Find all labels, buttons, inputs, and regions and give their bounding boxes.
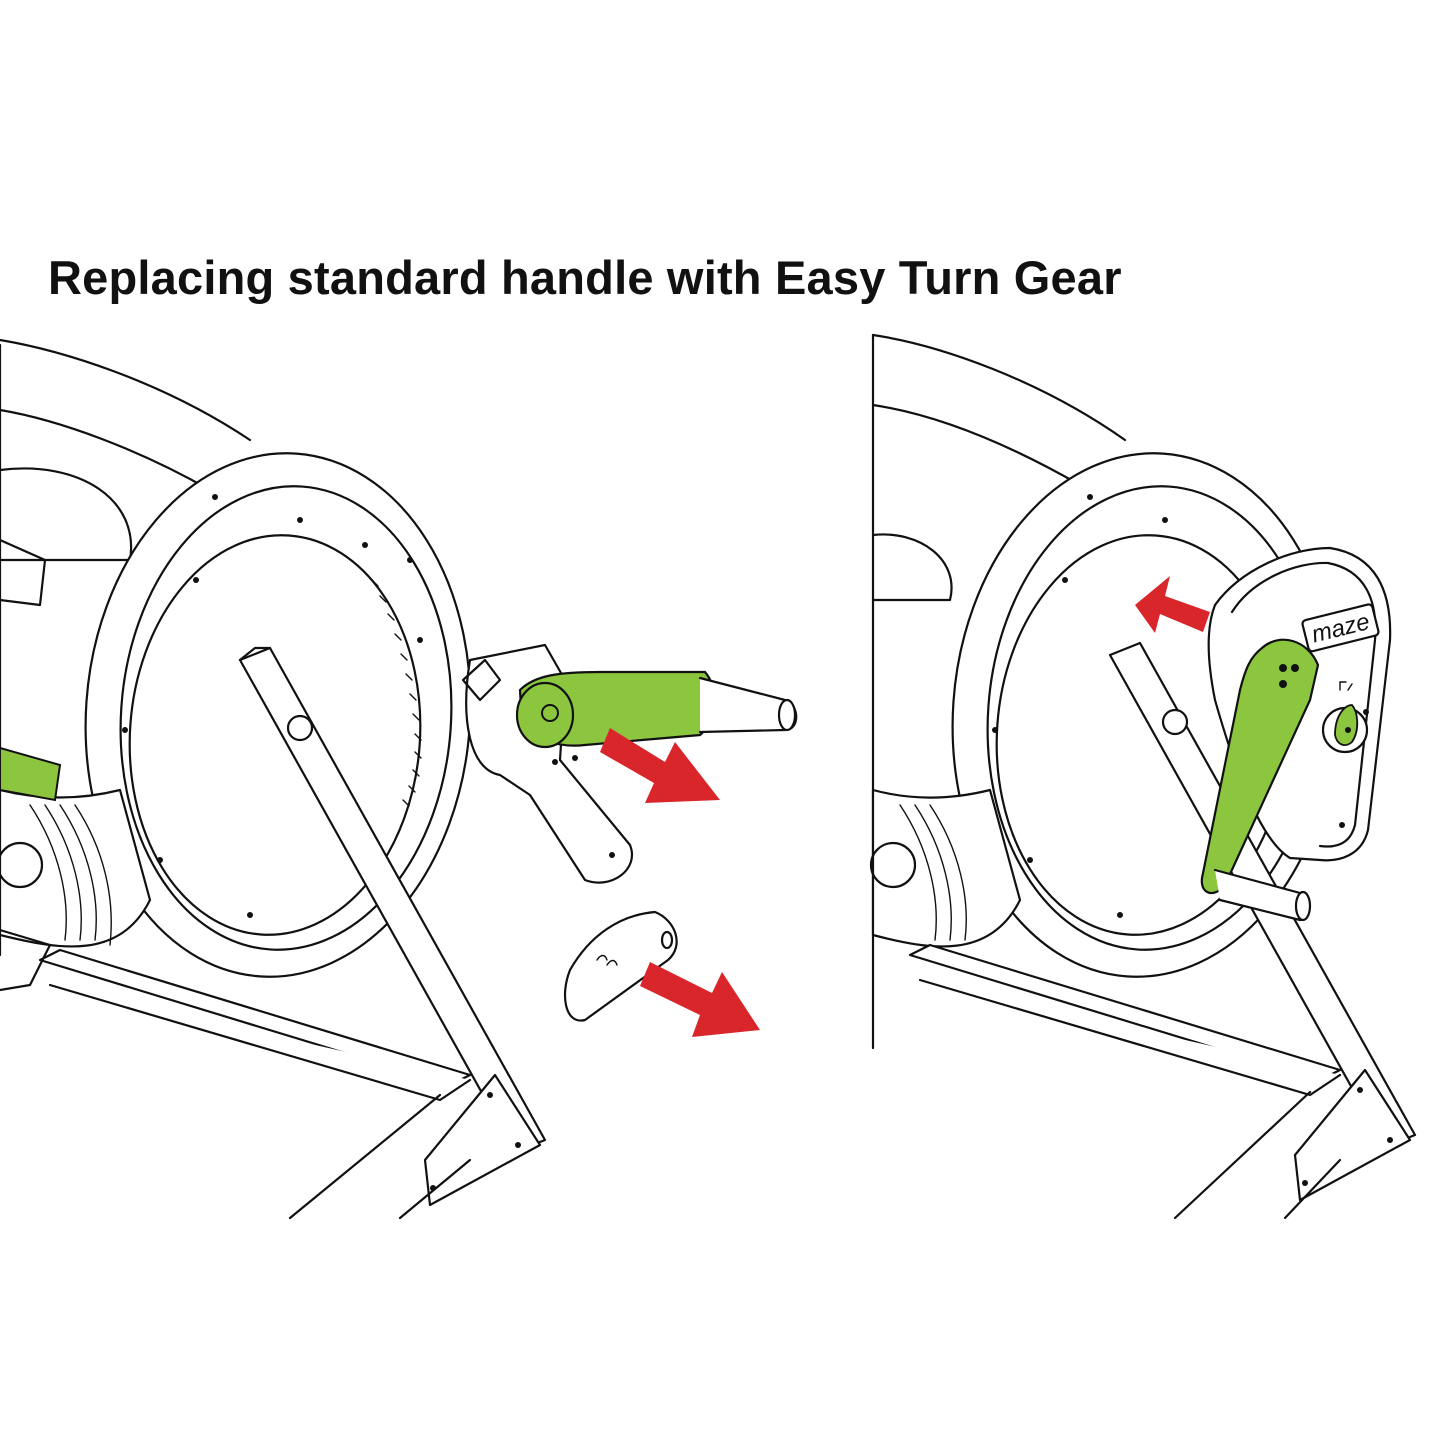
right-panel-after: maze bbox=[869, 333, 1417, 1220]
easy-turn-gear: maze bbox=[1200, 546, 1392, 922]
arrow-remove-handle bbox=[600, 728, 720, 803]
diagram-title: Replacing standard handle with Easy Turn… bbox=[48, 251, 1122, 304]
cover-removed bbox=[563, 910, 678, 1022]
arrow-remove-cover bbox=[640, 962, 760, 1037]
left-panel-before bbox=[0, 338, 798, 1220]
arrow-install-gear bbox=[1135, 576, 1210, 633]
standard-handle-removed bbox=[461, 643, 798, 884]
left-stand bbox=[0, 646, 547, 1220]
